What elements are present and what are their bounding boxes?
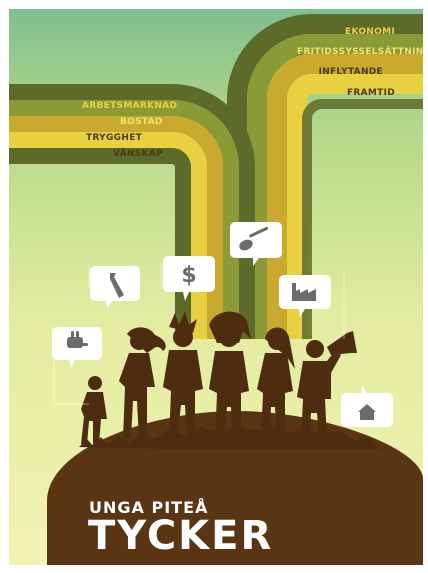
factory-icon	[292, 283, 316, 301]
bubble-guitar	[230, 222, 282, 266]
title-line2: TYCKER	[88, 513, 274, 559]
person-ponytail	[257, 327, 295, 441]
bubble-tie	[90, 266, 140, 309]
speech-bubbles: $	[52, 222, 393, 427]
house-icon	[358, 404, 376, 420]
label-vanskap: VÄNSKAP	[113, 149, 163, 159]
tie-icon	[110, 273, 124, 298]
left-road-bands	[9, 84, 255, 339]
label-ekonomi: EKONOMI	[345, 27, 395, 37]
dollar-icon: $	[181, 263, 196, 288]
poster: $	[9, 9, 423, 565]
silhouettes	[81, 311, 357, 444]
bubble-factory	[279, 275, 331, 317]
person-megaphone	[297, 331, 357, 441]
label-arbete: ARBETSMARKNAD	[82, 101, 178, 111]
guitar-icon	[239, 226, 269, 251]
bubble-peace-hand	[52, 327, 102, 368]
peace-hand-icon	[67, 331, 88, 348]
person-girl-long-hair	[119, 327, 166, 439]
right-road-bands	[227, 13, 423, 339]
label-fritid: FRITIDSSYSSELSÄTTNING	[297, 47, 423, 57]
person-spiky-hair	[163, 311, 203, 441]
megaphone-icon	[327, 331, 357, 355]
label-trygghet: TRYGGHET	[86, 133, 143, 143]
bubble-dollar: $	[163, 256, 215, 301]
label-inflytande: INFLYTANDE	[318, 67, 383, 77]
label-framtid: FRAMTID	[346, 88, 395, 98]
person-big-hair	[209, 311, 251, 443]
person-boy	[81, 376, 107, 444]
bubble-house	[341, 385, 393, 427]
title-line1: UNGA PITEÅ	[89, 498, 209, 517]
label-bostad: BOSTAD	[120, 117, 163, 127]
hill	[47, 411, 423, 565]
poster-artwork: $	[9, 9, 423, 565]
